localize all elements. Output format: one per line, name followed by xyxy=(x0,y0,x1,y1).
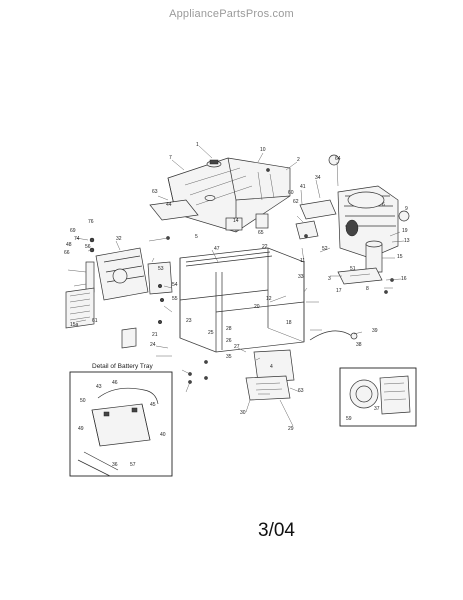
callout-48: 48 xyxy=(66,242,72,248)
callout-35: 35 xyxy=(226,354,232,360)
callout-18: 18 xyxy=(286,320,292,326)
callout-28: 28 xyxy=(226,326,232,332)
engine-mount xyxy=(337,267,383,285)
callout-66: 66 xyxy=(64,250,70,256)
callout-49: 49 xyxy=(78,426,84,432)
callout-52: 52 xyxy=(322,246,328,252)
callout-12: 12 xyxy=(266,296,272,302)
callout-43: 43 xyxy=(96,384,102,390)
callout-15a: 15a xyxy=(70,322,79,328)
engine-inset xyxy=(339,367,417,427)
callout-33: 33 xyxy=(298,274,304,280)
callout-34: 34 xyxy=(315,175,321,181)
callout-1: 1 xyxy=(196,142,199,148)
callout-60: 60 xyxy=(288,190,294,196)
callout-41: 41 xyxy=(300,184,306,190)
callout-16: 16 xyxy=(401,276,407,282)
callout-25: 25 xyxy=(208,330,214,336)
callout-23: 23 xyxy=(186,318,192,324)
callout-39: 39 xyxy=(372,328,378,334)
callout-65: 65 xyxy=(258,230,264,236)
alternator-assembly xyxy=(85,247,173,301)
callout-76: 76 xyxy=(88,219,94,225)
callout-8: 8 xyxy=(366,286,369,292)
callout-5: 5 xyxy=(195,234,198,240)
tank-bracket xyxy=(149,199,199,221)
callout-46: 46 xyxy=(112,380,118,386)
callout-45: 45 xyxy=(150,402,156,408)
left-small-parts xyxy=(89,237,165,349)
callout-19: 19 xyxy=(402,228,408,234)
callout-40: 40 xyxy=(160,432,166,438)
callout-54: 54 xyxy=(172,282,178,288)
callout-61: 61 xyxy=(92,318,98,324)
callout-63-bottom: 63 xyxy=(298,388,304,394)
callout-57: 57 xyxy=(130,462,136,468)
callout-7: 7 xyxy=(169,155,172,161)
callout-24: 24 xyxy=(150,342,156,348)
callout-62: 62 xyxy=(293,199,299,205)
leader-lines xyxy=(67,145,405,427)
callout-64: 64 xyxy=(335,156,341,162)
callout-labels: 1 10 7 64 2 41 34 60 62 63 44 14 65 76 3… xyxy=(64,142,410,468)
battery-tray xyxy=(245,330,358,401)
callout-32: 32 xyxy=(116,236,122,242)
muffler xyxy=(295,199,383,273)
callout-29: 29 xyxy=(288,426,294,432)
battery-tray-detail xyxy=(69,371,173,477)
callout-10: 10 xyxy=(260,147,266,153)
callout-27: 27 xyxy=(234,344,240,350)
callout-3: 3 xyxy=(328,276,331,282)
frame xyxy=(179,213,305,353)
callout-22: 22 xyxy=(262,244,268,250)
callout-9: 9 xyxy=(405,206,408,212)
callout-38: 38 xyxy=(356,342,362,348)
callout-44: 44 xyxy=(166,202,172,208)
callout-56: 56 xyxy=(85,244,91,250)
callout-2: 2 xyxy=(297,157,300,163)
callout-51: 51 xyxy=(350,266,356,272)
callout-15: 15 xyxy=(397,254,403,260)
callout-50: 50 xyxy=(80,398,86,404)
callout-4: 4 xyxy=(270,364,273,370)
callout-53: 53 xyxy=(158,266,164,272)
callout-74: 74 xyxy=(74,236,80,242)
callout-26: 26 xyxy=(226,338,232,344)
callout-11: 11 xyxy=(300,258,305,264)
callout-20: 20 xyxy=(254,304,260,310)
callout-13: 13 xyxy=(404,238,410,244)
engine xyxy=(328,154,410,259)
grille xyxy=(65,287,95,329)
callout-6: 6 xyxy=(382,202,385,208)
site-watermark: AppliancePartsPros.com xyxy=(169,8,294,20)
callout-14: 14 xyxy=(233,218,239,224)
callout-36: 36 xyxy=(112,462,118,468)
callout-37: 37 xyxy=(374,406,380,412)
battery-tray-detail-caption: Detail of Battery Tray xyxy=(92,363,153,370)
callout-21: 21 xyxy=(152,332,158,338)
callout-30: 30 xyxy=(240,410,246,416)
callout-55: 55 xyxy=(172,296,178,302)
page-code: 3/04 xyxy=(258,520,295,541)
callout-47: 47 xyxy=(214,246,220,252)
callout-63-top: 63 xyxy=(152,189,158,195)
callout-59: 59 xyxy=(346,416,352,422)
callout-17: 17 xyxy=(336,288,342,294)
callout-69: 69 xyxy=(70,228,76,234)
